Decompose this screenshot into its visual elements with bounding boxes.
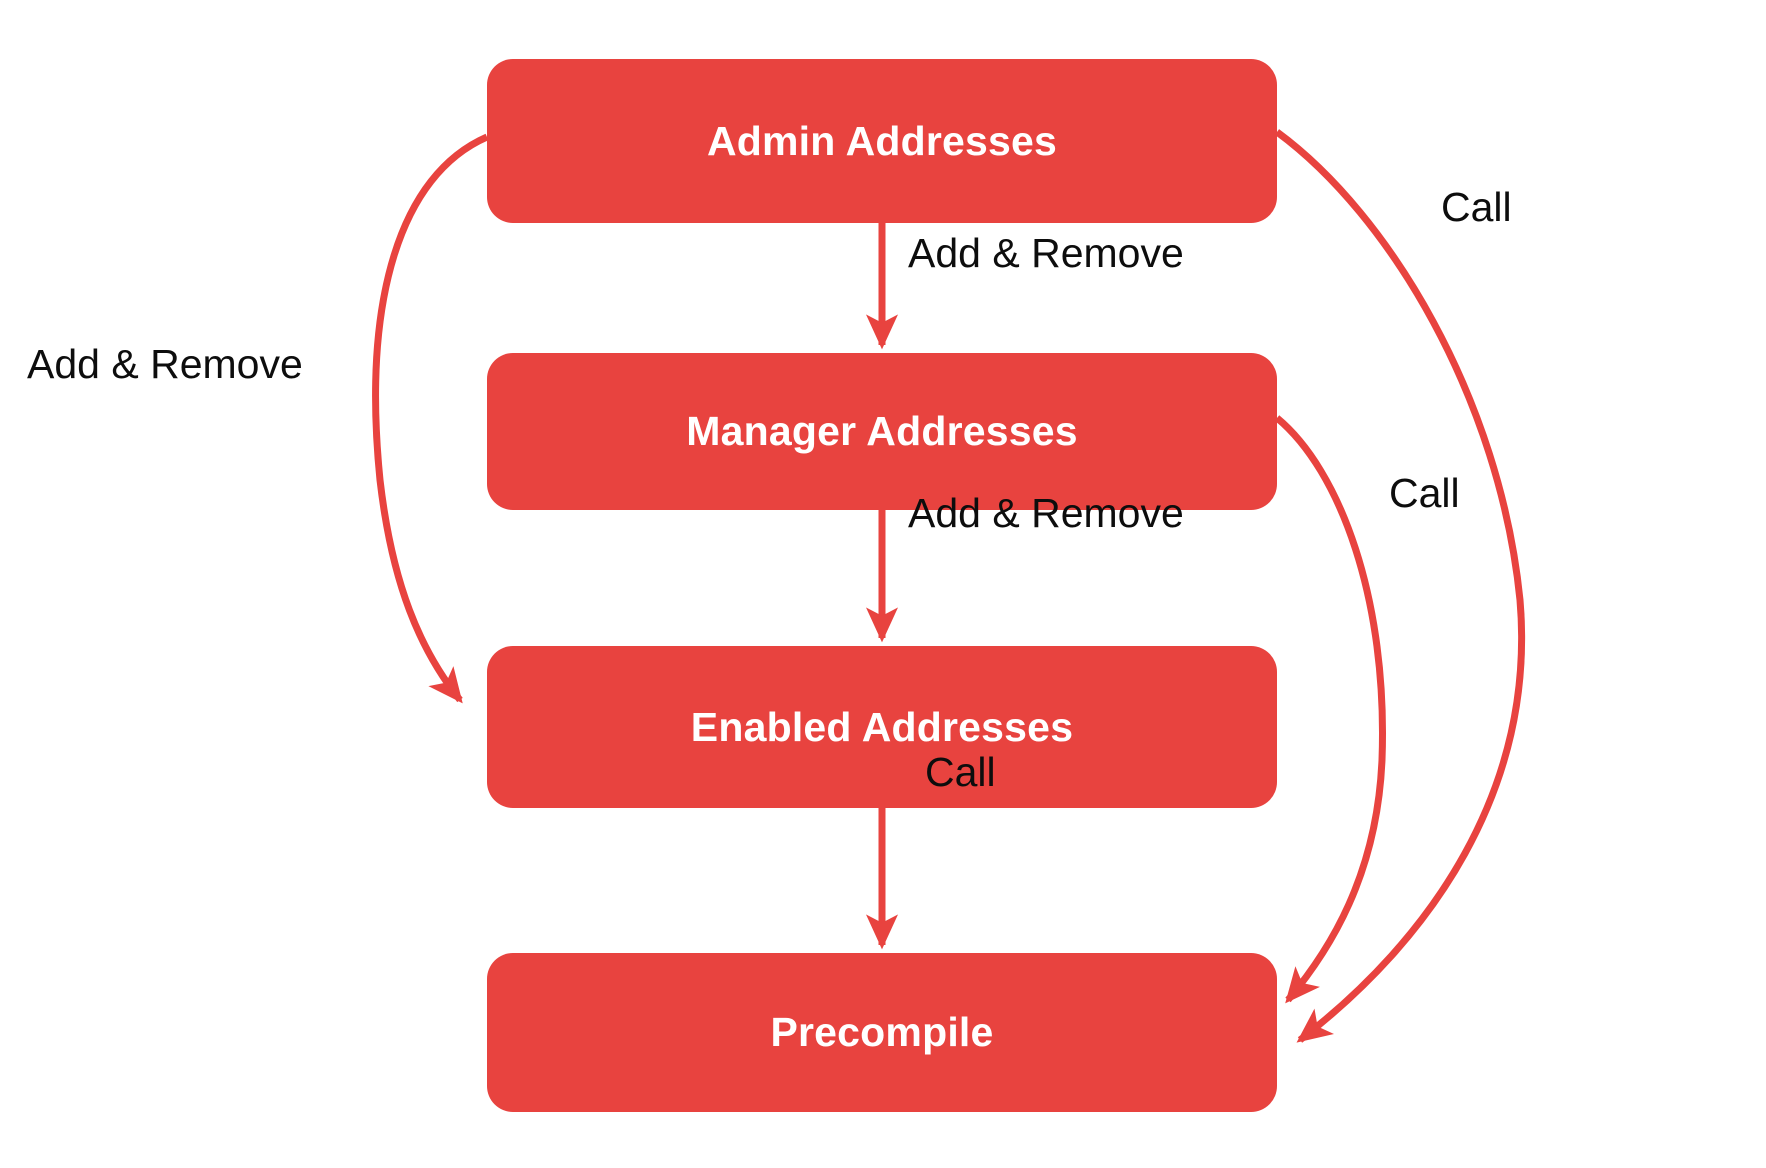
edge-label-manager-to-precompile: Call [1389, 470, 1460, 516]
node-manager-addresses-label: Manager Addresses [686, 408, 1078, 454]
edge-label-enabled-to-precompile: Call [925, 749, 996, 795]
node-admin-addresses[interactable]: Admin Addresses [487, 59, 1277, 223]
node-enabled-addresses[interactable]: Enabled Addresses [487, 646, 1277, 808]
edge-label-admin-to-precompile: Call [1441, 184, 1512, 230]
node-precompile-label: Precompile [770, 1009, 994, 1055]
edge-admin-to-precompile [1274, 129, 1526, 1043]
node-admin-addresses-label: Admin Addresses [706, 117, 1058, 164]
node-precompile[interactable]: Precompile [487, 953, 1277, 1112]
node-manager-addresses[interactable]: Manager Addresses [487, 353, 1277, 510]
edge-label-admin-to-manager: Add & Remove [908, 230, 1184, 276]
node-enabled-addresses-label: Enabled Addresses [690, 703, 1074, 750]
edge-admin-to-enabled [372, 133, 489, 704]
edge-label-manager-to-enabled: Add & Remove [908, 490, 1184, 536]
edge-label-admin-to-enabled: Add & Remove [27, 341, 303, 387]
edge-manager-to-precompile [1274, 415, 1386, 1004]
